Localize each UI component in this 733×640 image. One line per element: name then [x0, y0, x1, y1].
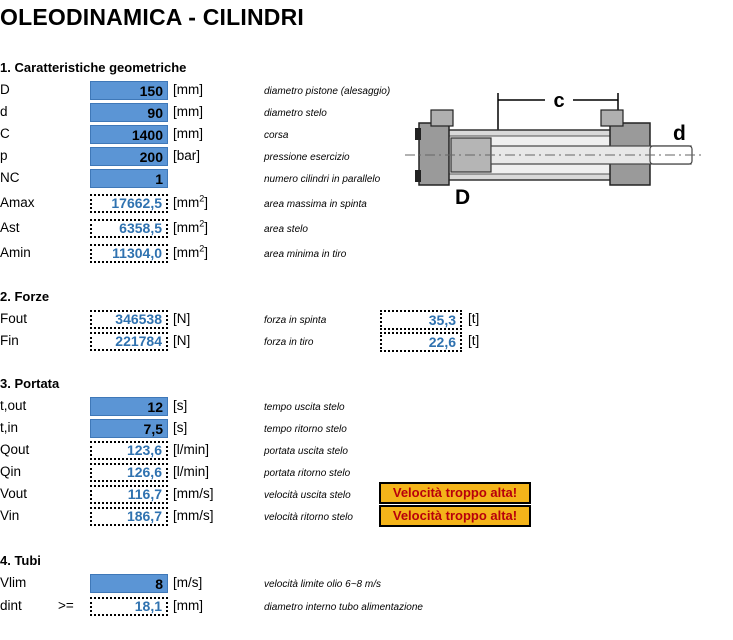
desc-Vlim: velocità limite olio 6~8 m/s: [264, 579, 381, 590]
desc-tin: tempo ritorno stelo: [264, 424, 347, 435]
label-Vin: Vin: [0, 508, 20, 523]
calc-Fin: 221784: [90, 332, 168, 351]
unit-p: [bar]: [173, 148, 201, 163]
desc-tout: tempo uscita stelo: [264, 402, 345, 413]
diagram-label-c: c: [553, 90, 564, 112]
label-Vout: Vout: [0, 486, 28, 501]
label-NC: NC: [0, 170, 20, 185]
calc-Vout: 116,7: [90, 485, 168, 504]
desc-dint: diametro interno tubo alimentazione: [264, 602, 423, 613]
desc-Ast: area stelo: [264, 224, 308, 235]
unit-C: [mm]: [173, 126, 203, 141]
desc-Fout: forza in spinta: [264, 315, 327, 326]
calc-Qin: 126,6: [90, 463, 168, 482]
unit-dint: [mm]: [173, 598, 203, 613]
unit-Fin-tons: [t]: [468, 333, 480, 348]
label-tin: t,in: [0, 420, 19, 435]
unit-tout: [s]: [173, 398, 188, 413]
desc-Fin: forza in tiro: [264, 337, 314, 348]
operator-gte: >=: [58, 598, 74, 613]
input-D[interactable]: 150: [90, 81, 168, 100]
calc-Qout: 123,6: [90, 441, 168, 460]
label-d: d: [0, 104, 8, 119]
label-tout: t,out: [0, 398, 27, 413]
desc-Vin: velocità ritorno stelo: [264, 512, 353, 523]
input-C[interactable]: 1400: [90, 125, 168, 144]
unit-D: [mm]: [173, 82, 203, 97]
desc-d: diametro stelo: [264, 108, 327, 119]
label-p: p: [0, 148, 8, 163]
label-Amin: Amin: [0, 245, 31, 260]
cylinder-diagram: c d D: [405, 90, 705, 208]
warning-Vin: Velocità troppo alta!: [379, 505, 531, 527]
input-Vlim[interactable]: 8: [90, 574, 168, 593]
desc-Qin: portata ritorno stelo: [264, 468, 351, 479]
section-geometry-heading: 1. Caratteristiche geometriche: [0, 60, 187, 75]
desc-Amax: area massima in spinta: [264, 199, 367, 210]
calc-Fout: 346538: [90, 310, 168, 329]
desc-Qout: portata uscita stelo: [264, 446, 348, 457]
label-Vlim: Vlim: [0, 575, 27, 590]
page-title: OLEODINAMICA - CILINDRI: [0, 4, 305, 30]
desc-Amin: area minima in tiro: [264, 249, 347, 260]
desc-p: pressione esercizio: [264, 152, 350, 163]
label-Qout: Qout: [0, 442, 30, 457]
calc-Amin: 11304,0: [90, 244, 168, 263]
desc-C: corsa: [264, 130, 289, 141]
unit-Qin: [l/min]: [173, 464, 210, 479]
unit-Fout: [N]: [173, 311, 191, 326]
unit-Vlim: [m/s]: [173, 575, 203, 590]
unit-tin: [s]: [173, 420, 188, 435]
label-C: C: [0, 126, 10, 141]
calc-Fin-tons: 22,6: [380, 332, 462, 352]
calc-Fout-tons: 35,3: [380, 310, 462, 330]
calc-Amax: 17662,5: [90, 194, 168, 213]
desc-NC: numero cilindri in parallelo: [264, 174, 381, 185]
desc-D: diametro pistone (alesaggio): [264, 86, 391, 97]
label-Fout: Fout: [0, 311, 28, 326]
calc-Ast: 6358,5: [90, 219, 168, 238]
diagram-label-D: D: [455, 186, 470, 208]
input-NC[interactable]: 1: [90, 169, 168, 188]
warning-Vout: Velocità troppo alta!: [379, 482, 531, 504]
input-d[interactable]: 90: [90, 103, 168, 122]
input-tin[interactable]: 7,5: [90, 419, 168, 438]
label-dint: dint: [0, 598, 22, 613]
unit-Amax: [mm2]: [173, 193, 209, 210]
section-pipes-heading: 4. Tubi: [0, 553, 41, 568]
input-p[interactable]: 200: [90, 147, 168, 166]
unit-Ast: [mm2]: [173, 218, 209, 235]
unit-Amin: [mm2]: [173, 243, 209, 260]
unit-Fin: [N]: [173, 333, 191, 348]
unit-d: [mm]: [173, 104, 203, 119]
diagram-label-d: d: [673, 122, 686, 145]
section-forces-heading: 2. Forze: [0, 289, 50, 304]
label-Fin: Fin: [0, 333, 19, 348]
label-Qin: Qin: [0, 464, 22, 479]
label-D: D: [0, 82, 10, 97]
unit-Vout: [mm/s]: [173, 486, 214, 501]
label-Amax: Amax: [0, 195, 35, 210]
section-flow-heading: 3. Portata: [0, 376, 60, 391]
calc-Vin: 186,7: [90, 507, 168, 526]
input-tout[interactable]: 12: [90, 397, 168, 416]
desc-Vout: velocità uscita stelo: [264, 490, 351, 501]
calc-dint: 18,1: [90, 597, 168, 616]
unit-Vin: [mm/s]: [173, 508, 214, 523]
unit-Qout: [l/min]: [173, 442, 210, 457]
unit-Fout-tons: [t]: [468, 311, 480, 326]
label-Ast: Ast: [0, 220, 20, 235]
